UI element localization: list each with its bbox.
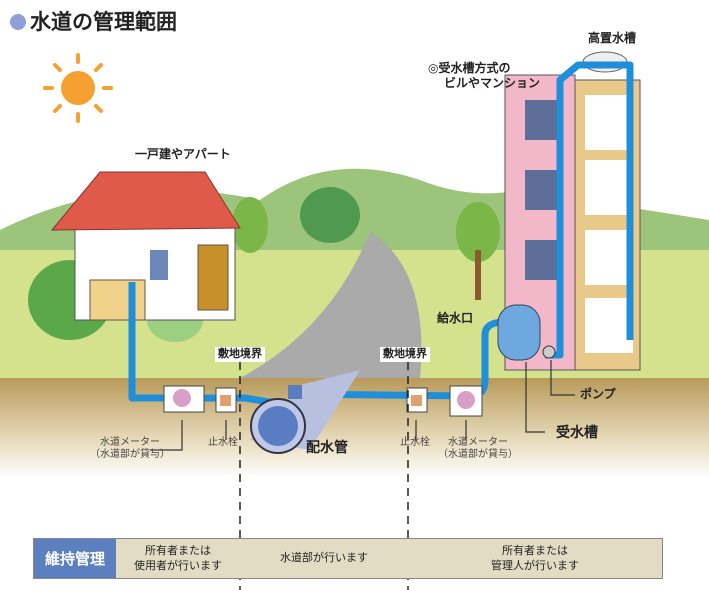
- building-type-label-2: ビルやマンション: [444, 76, 541, 90]
- meter-icon: [457, 391, 475, 409]
- bullet-icon: [10, 14, 26, 31]
- boundary-label-right: 敷地境界: [380, 347, 430, 362]
- main-pipe-label: 配水管: [306, 440, 348, 456]
- owner-user-cell: 所有者または使用者が行います: [134, 543, 222, 572]
- distribution-main: [250, 370, 360, 454]
- valve-icon: [411, 395, 422, 406]
- sun-icon: [43, 53, 113, 123]
- meter-icon: [173, 389, 191, 407]
- meter-left-label: 水道メーター（水道部が貸与）: [90, 437, 170, 460]
- tree: [300, 187, 360, 243]
- water-dept-cell: 水道部が行います: [280, 551, 368, 565]
- valve-icon: [220, 395, 231, 406]
- receiving-tank-label: 受水槽: [556, 425, 598, 441]
- house-label: 一戸建やアパート: [135, 147, 231, 161]
- road: [240, 232, 422, 378]
- receiving-tank: [497, 304, 541, 361]
- elevated-tank-label: 高置水槽: [588, 31, 637, 45]
- maintenance-table: 維持管理 所有者または使用者が行います 水道部が行います 所有者または管理人が行…: [33, 538, 663, 579]
- pump-icon: [542, 345, 556, 359]
- owner-manager-cell: 所有者または管理人が行います: [491, 543, 579, 572]
- valve-left-label: 止水栓: [208, 437, 238, 448]
- building-type-label: ◎受水槽方式の: [428, 61, 511, 75]
- page-title: 水道の管理範囲: [10, 10, 177, 34]
- boundary-label-left: 敷地境界: [215, 347, 265, 362]
- house: [50, 171, 241, 321]
- valve-right-label: 止水栓: [400, 437, 430, 448]
- meter-right-label: 水道メーター（水道部が貸与）: [438, 437, 518, 460]
- inlet-label: 給水口: [437, 311, 474, 325]
- maintenance-header: 維持管理: [34, 539, 116, 578]
- pump-label: ポンプ: [580, 387, 616, 401]
